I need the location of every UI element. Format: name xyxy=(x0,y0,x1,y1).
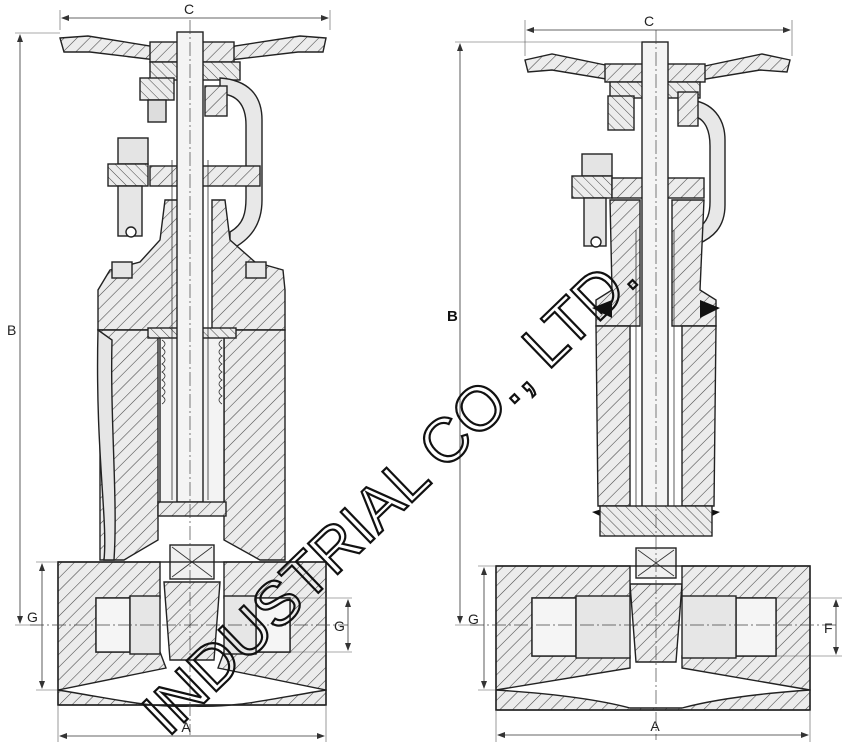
left-dimensions: C B G G A xyxy=(7,1,352,742)
left-valve xyxy=(30,20,348,735)
right-dim-c: C xyxy=(644,13,654,29)
right-dim-g: G xyxy=(468,611,479,627)
right-gland-bolt xyxy=(571,91,705,248)
right-dim-f: F xyxy=(824,620,833,636)
right-dimensions: C B G F A xyxy=(447,13,842,742)
left-dim-g-left: G xyxy=(27,609,38,625)
left-dim-c: C xyxy=(184,1,194,17)
left-dim-g-right: G xyxy=(334,618,345,634)
left-dim-b: B xyxy=(7,322,16,338)
right-dim-b: B xyxy=(447,308,458,325)
left-dim-a: A xyxy=(181,719,191,735)
right-valve xyxy=(470,30,838,740)
right-dim-a: A xyxy=(650,718,660,734)
